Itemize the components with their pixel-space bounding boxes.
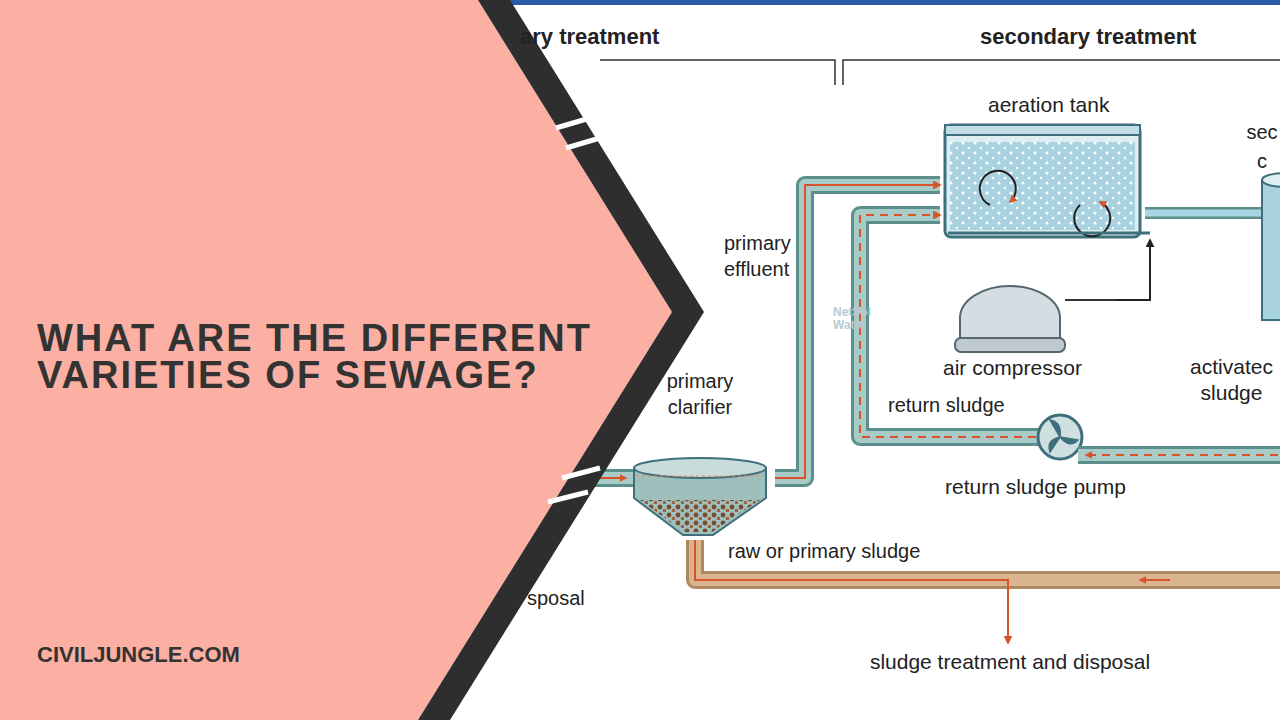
clarifier-water — [636, 476, 764, 477]
page-title: WHAT ARE THE DIFFERENT VARIETIES OF SEWA… — [37, 320, 637, 394]
pipe-label: raw or primary sludge — [728, 538, 920, 564]
flow-arrow — [944, 436, 1036, 438]
node-label: aeration tank — [988, 92, 1109, 118]
mixing-arrow — [980, 171, 1016, 205]
sludge-pipe — [1008, 571, 1280, 589]
pipe-stub — [1242, 207, 1264, 219]
air-compressor-node: air compressor — [940, 285, 1115, 383]
sludge-deposit — [640, 500, 760, 532]
mixing-arrow — [1074, 202, 1110, 236]
pipe-label: primary effluent — [724, 230, 794, 282]
air-line — [1115, 240, 1150, 300]
return-sludge-pump-node: return sludge pump — [940, 418, 1175, 502]
return-pipe — [1078, 446, 1280, 464]
pipe-wall — [775, 185, 940, 478]
section-heading: secondary treatment — [980, 24, 1196, 50]
connector — [1145, 213, 1244, 214]
node-label: sec c — [1244, 118, 1280, 176]
air-line — [1065, 299, 1117, 301]
air-header — [948, 232, 1150, 235]
flow-arrow — [598, 477, 626, 479]
tank-bubbles — [950, 142, 1135, 230]
watermark: NetSol Water — [833, 306, 889, 332]
node-label: return sludge pump — [945, 474, 1126, 500]
sludge-pipe — [1008, 574, 1280, 586]
pipe-axis — [1145, 213, 1244, 214]
node-label: sludge treatment and disposal — [830, 649, 1190, 675]
return-pipe — [1078, 449, 1280, 461]
aeration-tank-node: aeration tank — [940, 92, 1145, 240]
chevron-cut — [548, 118, 600, 502]
secondary-clarifier — [1262, 180, 1280, 320]
flow-arrow — [1140, 579, 1170, 581]
top-bar — [505, 0, 1280, 5]
pipe-bore — [775, 185, 940, 478]
pipe-wall — [1145, 207, 1244, 219]
secondary-clarifier-top — [1262, 173, 1280, 187]
pipe-bore — [1145, 210, 1244, 217]
node-label: air compressor — [943, 355, 1082, 381]
sludge-disposal-node: sludge treatment and disposal — [830, 645, 1193, 681]
tank-rim — [945, 125, 1140, 135]
aeration-tank — [945, 125, 1140, 237]
connector — [1115, 240, 1150, 300]
air-compressor — [960, 286, 1060, 340]
section-heading: ary treatment — [520, 24, 659, 50]
tank-water — [950, 142, 1135, 230]
clarifier-top — [634, 458, 766, 478]
stream-label: activatec sludge — [1183, 354, 1280, 406]
section-bracket — [600, 60, 1280, 85]
site-name: CIVILJUNGLE.COM — [37, 642, 240, 668]
connector — [775, 185, 940, 478]
pipe-stub — [1242, 210, 1264, 217]
secondary-clarifier-node: sec c — [1244, 118, 1280, 320]
pump-body — [1038, 415, 1082, 459]
pipe-label: return sludge — [888, 392, 1005, 418]
pipe-stub — [938, 431, 1040, 443]
primary-clarifier-node: primary clarifier — [620, 368, 775, 540]
node-label: primary clarifier — [650, 368, 750, 420]
pipe-stub — [938, 428, 1040, 446]
flow-arrow — [1086, 454, 1278, 456]
compressor-base — [955, 338, 1065, 352]
pump-impeller — [1049, 420, 1078, 452]
stream-label: sposal — [527, 585, 585, 611]
flow-line — [775, 185, 940, 478]
